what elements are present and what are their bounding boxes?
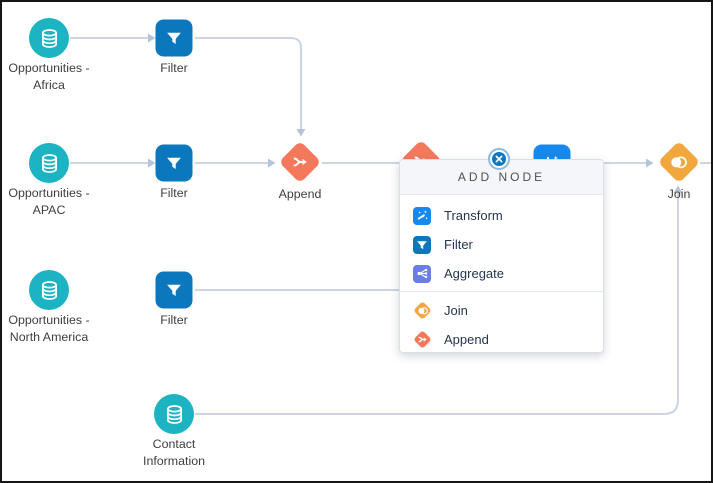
node-label: Filter	[160, 61, 188, 75]
join-icon	[412, 301, 432, 320]
dataset-icon	[41, 153, 57, 173]
append-icon	[293, 157, 307, 167]
menu-item-append[interactable]: Append	[400, 325, 603, 354]
menu-item-label: Filter	[444, 237, 473, 252]
node-label: Opportunities -Africa	[8, 61, 90, 92]
menu-item-label: Transform	[444, 208, 503, 223]
node-label: Filter	[160, 186, 188, 200]
filter-icon	[413, 235, 431, 254]
aggregate-icon	[413, 264, 431, 283]
close-icon	[492, 152, 506, 166]
menu-item-label: Aggregate	[444, 266, 504, 281]
node-label: Opportunities -APAC	[8, 186, 90, 217]
menu-divider	[400, 291, 603, 292]
popup-title: ADD NODE	[457, 170, 546, 184]
node-label: Opportunities -North America	[8, 313, 90, 344]
menu-item-transform[interactable]: Transform	[400, 201, 603, 230]
node-label: Append	[278, 187, 322, 201]
menu-item-filter[interactable]: Filter	[400, 230, 603, 259]
add-node-popup: ADD NODE Transform Filter Aggregate Join	[399, 159, 604, 353]
add-node-menu: Transform Filter Aggregate Join Append	[400, 195, 603, 356]
filter-icon	[167, 284, 181, 296]
append-icon	[412, 330, 432, 349]
menu-item-label: Append	[444, 332, 489, 347]
filter-icon	[167, 157, 181, 169]
menu-item-label: Join	[444, 303, 468, 318]
node-label: Filter	[160, 313, 188, 327]
close-button[interactable]	[488, 148, 510, 170]
dataset-icon	[41, 28, 57, 48]
join-icon	[671, 156, 688, 168]
menu-item-join[interactable]: Join	[400, 296, 603, 325]
filter-icon	[167, 32, 181, 44]
menu-item-aggregate[interactable]: Aggregate	[400, 259, 603, 288]
transform-icon	[413, 206, 431, 225]
node-label: Join	[667, 187, 691, 201]
dataset-icon	[166, 404, 182, 424]
dataset-icon	[41, 280, 57, 300]
